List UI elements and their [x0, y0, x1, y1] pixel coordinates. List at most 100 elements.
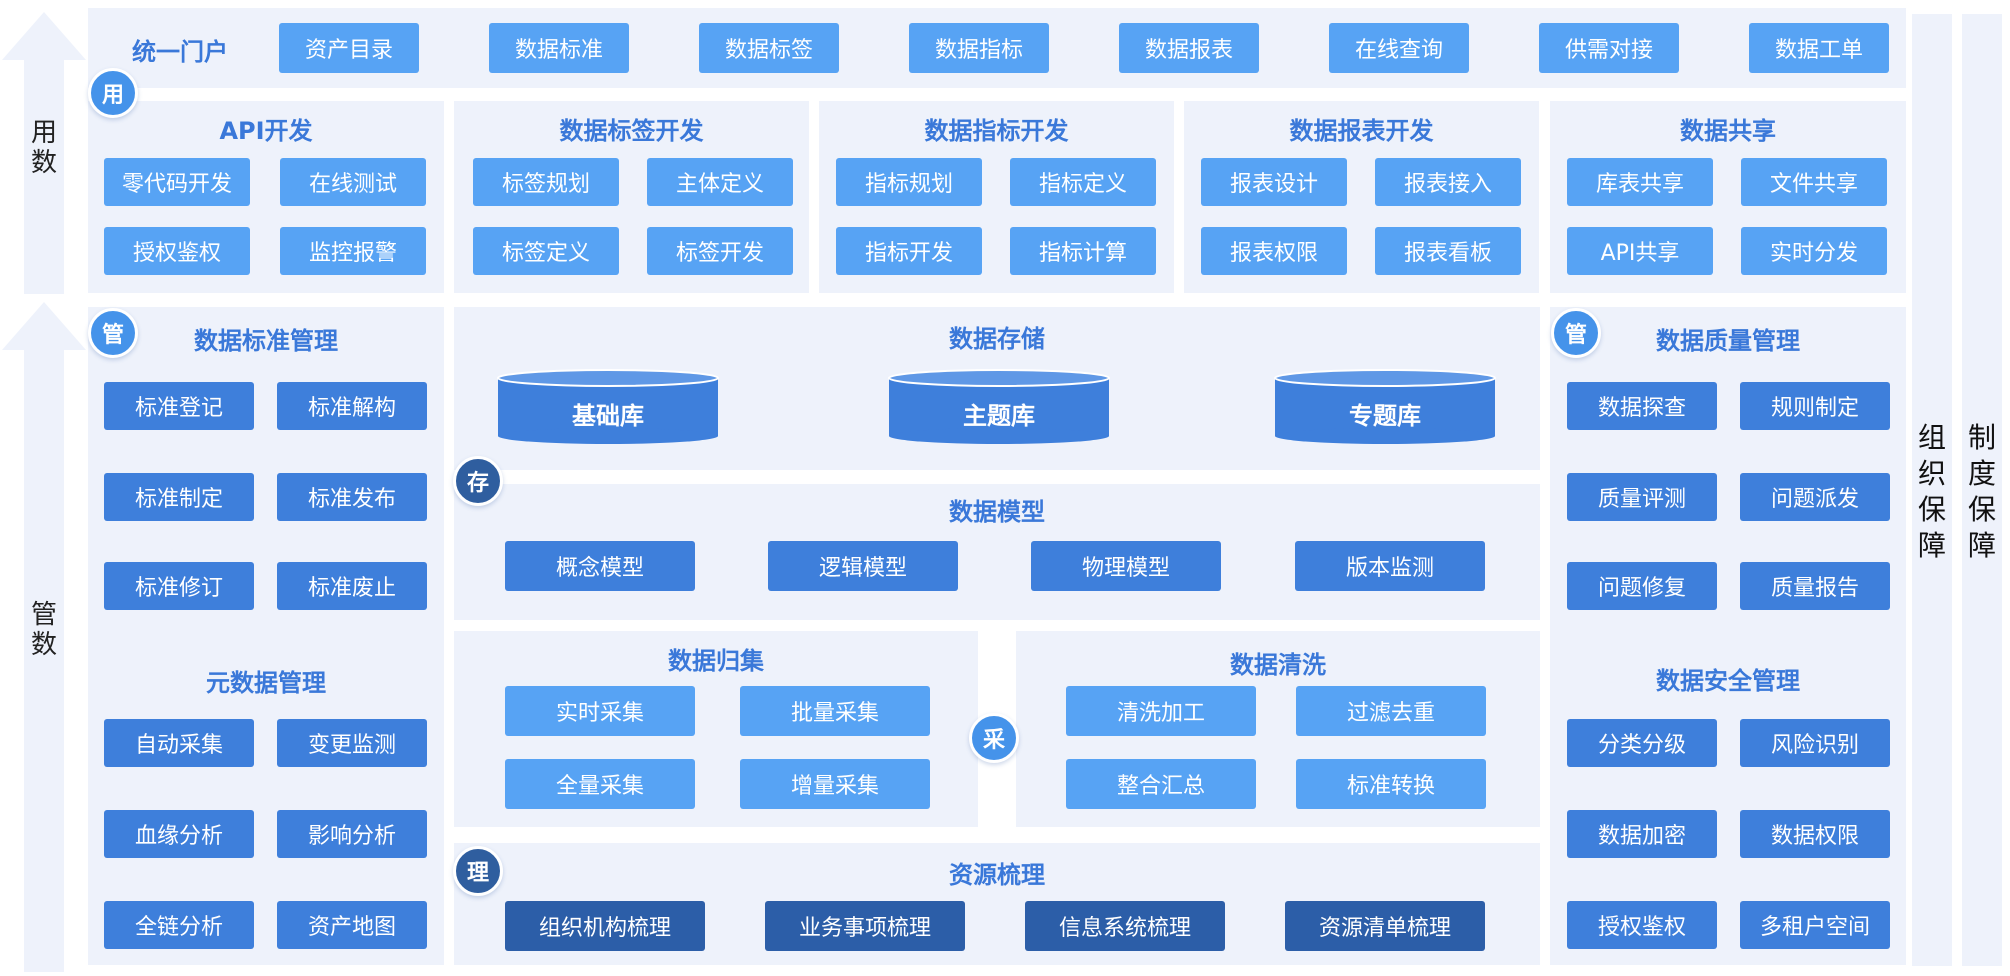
- api-item[interactable]: 监控报警: [280, 227, 426, 275]
- org-guarantee-strip: [1912, 14, 1952, 966]
- portal-item[interactable]: 数据报表: [1119, 23, 1259, 73]
- portal-item[interactable]: 数据标签: [699, 23, 839, 73]
- section-title: 数据标签开发: [559, 117, 704, 145]
- standard-item[interactable]: 标准登记: [104, 382, 254, 430]
- portal-item[interactable]: 数据指标: [909, 23, 1049, 73]
- security-item[interactable]: 授权鉴权: [1567, 901, 1717, 949]
- sharing-item[interactable]: API共享: [1567, 227, 1713, 275]
- report-item[interactable]: 报表看板: [1375, 227, 1521, 275]
- base-db-label: 基础库: [572, 402, 644, 430]
- tag-item[interactable]: 标签定义: [473, 227, 619, 275]
- quality-item[interactable]: 问题修复: [1567, 562, 1717, 610]
- collect-badge: 采: [969, 713, 1019, 763]
- quality-item[interactable]: 问题派发: [1740, 473, 1890, 521]
- metadata-item[interactable]: 血缘分析: [104, 810, 254, 858]
- resource-item[interactable]: 业务事项梳理: [765, 901, 965, 951]
- portal-item[interactable]: 供需对接: [1539, 23, 1679, 73]
- metric-item[interactable]: 指标开发: [836, 227, 982, 275]
- portal-item[interactable]: 数据标准: [489, 23, 629, 73]
- api-item[interactable]: 在线测试: [280, 158, 426, 206]
- base-db-cylinder: 基础库: [497, 369, 719, 445]
- use-arrow: [2, 12, 86, 294]
- api-item[interactable]: 授权鉴权: [104, 227, 250, 275]
- metric-item[interactable]: 指标规划: [836, 158, 982, 206]
- tag-item[interactable]: 主体定义: [647, 158, 793, 206]
- security-item[interactable]: 风险识别: [1740, 719, 1890, 767]
- model-item[interactable]: 物理模型: [1031, 541, 1221, 591]
- manage-badge-right: 管: [1551, 308, 1601, 358]
- resource-item[interactable]: 信息系统梳理: [1025, 901, 1225, 951]
- metadata-item[interactable]: 变更监测: [277, 719, 427, 767]
- collection-item[interactable]: 增量采集: [740, 759, 930, 809]
- portal-item[interactable]: 资产目录: [279, 23, 419, 73]
- sharing-item[interactable]: 实时分发: [1741, 227, 1887, 275]
- metadata-mgmt-title: 元数据管理: [206, 669, 326, 697]
- use-data-label: 用数: [30, 118, 57, 178]
- cleaning-item[interactable]: 标准转换: [1296, 759, 1486, 809]
- use-badge: 用: [88, 68, 138, 118]
- organize-badge: 理: [453, 846, 503, 896]
- tag-item[interactable]: 标签规划: [473, 158, 619, 206]
- quality-item[interactable]: 规则制定: [1740, 382, 1890, 430]
- resource-item[interactable]: 资源清单梳理: [1285, 901, 1485, 951]
- standard-item[interactable]: 标准发布: [277, 473, 427, 521]
- standard-mgmt-title: 数据标准管理: [194, 327, 338, 355]
- portal-item[interactable]: 在线查询: [1329, 23, 1469, 73]
- org-guarantee-label: 组织保障: [1917, 421, 1946, 562]
- system-guarantee-strip: [1962, 14, 2002, 966]
- metadata-item[interactable]: 资产地图: [277, 901, 427, 949]
- report-item[interactable]: 报表权限: [1201, 227, 1347, 275]
- metric-item[interactable]: 指标定义: [1010, 158, 1156, 206]
- model-title: 数据模型: [949, 498, 1045, 526]
- section-title: API开发: [219, 117, 313, 145]
- report-item[interactable]: 报表设计: [1201, 158, 1347, 206]
- quality-mgmt-title: 数据质量管理: [1656, 327, 1800, 355]
- system-guarantee-label: 制度保障: [1967, 421, 1996, 562]
- quality-item[interactable]: 数据探查: [1567, 382, 1717, 430]
- manage-data-label: 管数: [30, 600, 57, 660]
- sharing-item[interactable]: 库表共享: [1567, 158, 1713, 206]
- portal-item[interactable]: 数据工单: [1749, 23, 1889, 73]
- collection-item[interactable]: 实时采集: [505, 686, 695, 736]
- portal-title: 统一门户: [132, 38, 228, 66]
- metadata-item[interactable]: 影响分析: [277, 810, 427, 858]
- collection-item[interactable]: 批量采集: [740, 686, 930, 736]
- cleaning-item[interactable]: 清洗加工: [1066, 686, 1256, 736]
- section-title: 数据报表开发: [1289, 117, 1434, 145]
- metadata-item[interactable]: 全链分析: [104, 901, 254, 949]
- security-item[interactable]: 数据加密: [1567, 810, 1717, 858]
- collection-item[interactable]: 全量采集: [505, 759, 695, 809]
- standard-item[interactable]: 标准制定: [104, 473, 254, 521]
- section-title: 数据指标开发: [924, 117, 1069, 145]
- standard-item[interactable]: 标准修订: [104, 562, 254, 610]
- standard-item[interactable]: 标准废止: [277, 562, 427, 610]
- resource-item[interactable]: 组织机构梳理: [505, 901, 705, 951]
- quality-item[interactable]: 质量评测: [1567, 473, 1717, 521]
- security-item[interactable]: 分类分级: [1567, 719, 1717, 767]
- store-badge: 存: [453, 456, 503, 506]
- api-item[interactable]: 零代码开发: [104, 158, 250, 206]
- cleaning-item[interactable]: 过滤去重: [1296, 686, 1486, 736]
- theme-db-cylinder: 主题库: [888, 369, 1110, 445]
- metadata-item[interactable]: 自动采集: [104, 719, 254, 767]
- collection-title: 数据归集: [668, 647, 764, 675]
- topic-db-cylinder: 专题库: [1274, 369, 1496, 445]
- theme-db-label: 主题库: [963, 402, 1035, 430]
- storage-title: 数据存储: [949, 325, 1045, 353]
- standard-item[interactable]: 标准解构: [277, 382, 427, 430]
- metric-item[interactable]: 指标计算: [1010, 227, 1156, 275]
- tag-item[interactable]: 标签开发: [647, 227, 793, 275]
- security-item[interactable]: 多租户空间: [1740, 901, 1890, 949]
- quality-item[interactable]: 质量报告: [1740, 562, 1890, 610]
- resource-title: 资源梳理: [949, 861, 1045, 889]
- model-item[interactable]: 逻辑模型: [768, 541, 958, 591]
- manage-arrow: [2, 302, 86, 972]
- model-item[interactable]: 概念模型: [505, 541, 695, 591]
- cleaning-title: 数据清洗: [1230, 651, 1326, 679]
- model-item[interactable]: 版本监测: [1295, 541, 1485, 591]
- cleaning-item[interactable]: 整合汇总: [1066, 759, 1256, 809]
- sharing-item[interactable]: 文件共享: [1741, 158, 1887, 206]
- section-title: 数据共享: [1680, 117, 1776, 145]
- report-item[interactable]: 报表接入: [1375, 158, 1521, 206]
- security-item[interactable]: 数据权限: [1740, 810, 1890, 858]
